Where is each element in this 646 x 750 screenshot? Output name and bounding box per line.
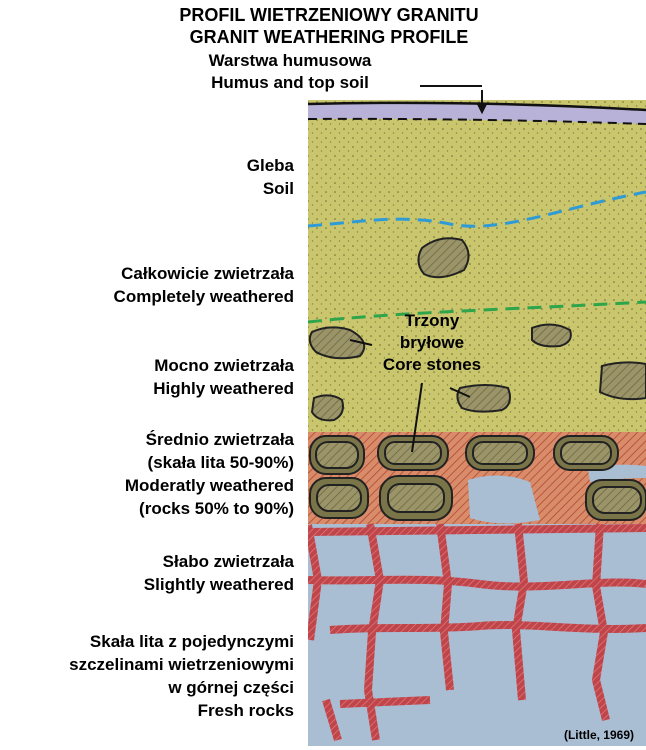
core-stone	[531, 323, 572, 348]
weathering-veins	[308, 523, 646, 742]
moderately-weathered-label: Średnio zwietrzała(skała lita 50-90%) Mo…	[124, 430, 294, 518]
humus-label-english: Humus and top soil	[211, 73, 369, 92]
core-stones	[308, 237, 646, 422]
annotation-pointers	[349, 85, 487, 453]
soil-zone	[308, 100, 646, 432]
core-stone	[456, 384, 511, 413]
core-stone	[598, 361, 646, 401]
moderate-core-stones	[309, 435, 646, 521]
humus-label-polish: Warstwa humusowa	[208, 51, 372, 70]
soil-boundary-line	[308, 190, 646, 228]
diagram-title-english: GRANIT WEATHERING PROFILE	[189, 27, 469, 47]
core-stone	[308, 326, 366, 360]
diagram-title-polish: PROFIL WIETRZENIOWY GRANITU	[179, 5, 479, 25]
core-stone	[417, 237, 470, 279]
humus-layer	[308, 102, 646, 124]
citation: (Little, 1969)	[563, 728, 634, 742]
core-stones-label: Trzony bryłowe Core stones	[382, 311, 482, 374]
core-stone	[310, 394, 344, 422]
rock-zone	[308, 524, 646, 746]
